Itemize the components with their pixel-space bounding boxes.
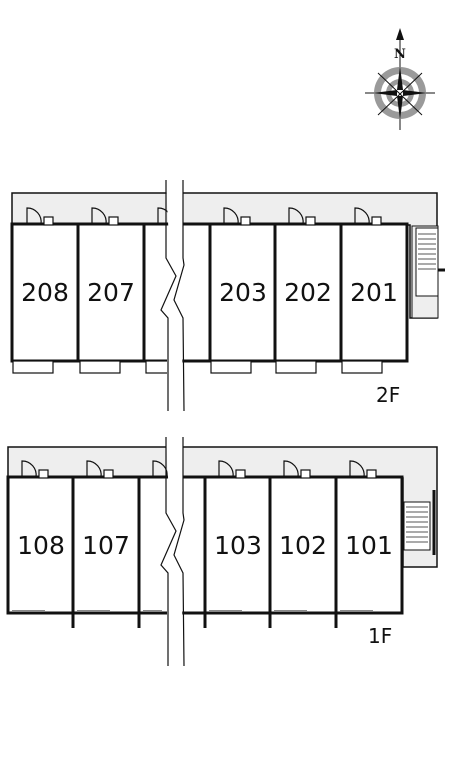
doors — [21, 460, 377, 479]
unit-label: 107 — [82, 531, 130, 560]
compass: N — [365, 28, 435, 130]
unit-label: 207 — [87, 278, 135, 307]
unit-label: 101 — [345, 531, 393, 560]
unit-label: 103 — [214, 531, 262, 560]
staircase — [411, 225, 445, 319]
break-line — [160, 437, 185, 667]
unit-label: 108 — [17, 531, 65, 560]
unit-label: 202 — [284, 278, 332, 307]
compass-rose-icon — [365, 28, 435, 130]
unit-label: 208 — [21, 278, 69, 307]
unit-label: 201 — [350, 278, 398, 307]
unit-label: 102 — [279, 531, 327, 560]
floor-1f: 108 107 103 102 101 1F — [6, 437, 438, 667]
floor-2f: 208 207 203 202 201 2F — [10, 180, 445, 412]
floor-label: 1F — [368, 624, 392, 648]
staircase — [403, 490, 436, 555]
break-line — [160, 180, 185, 412]
balconies — [12, 360, 383, 374]
unit-label: 203 — [219, 278, 267, 307]
compass-north-label: N — [394, 47, 406, 62]
floor-label: 2F — [376, 383, 400, 407]
doors — [26, 207, 382, 226]
